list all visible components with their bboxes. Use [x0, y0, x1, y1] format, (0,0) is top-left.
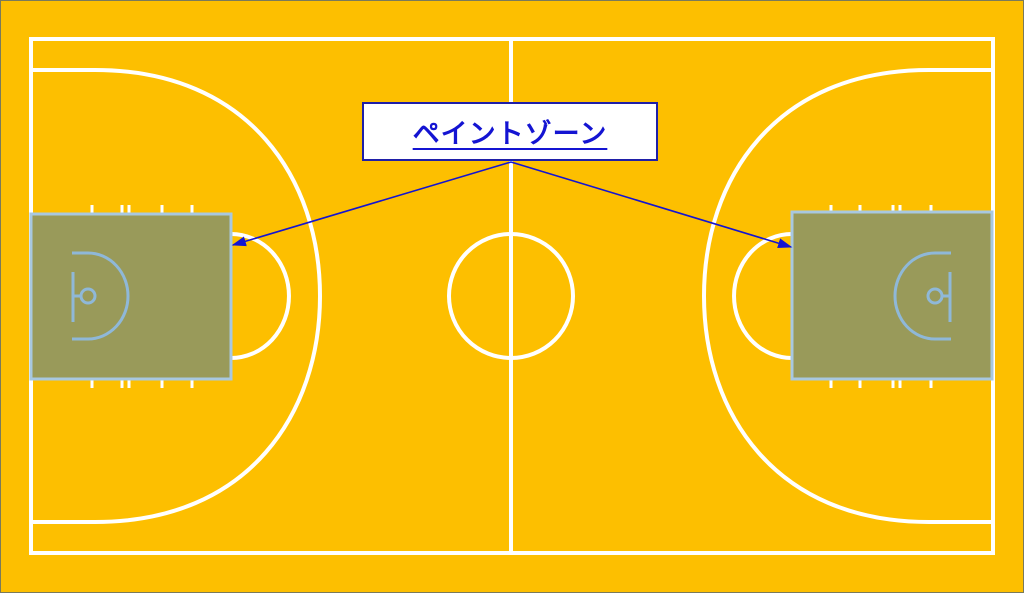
arrow-to-left-paint	[231, 161, 512, 247]
three-point-line-right	[701, 68, 993, 524]
basket-left	[71, 251, 130, 341]
free-throw-arc-left	[230, 232, 291, 360]
paint-zone-right	[790, 210, 994, 381]
hoop-right	[926, 287, 944, 305]
arrow-to-right-paint	[510, 161, 793, 249]
restricted-arc-right	[893, 251, 951, 341]
center-circle	[447, 232, 575, 360]
restricted-arc-left	[72, 251, 130, 341]
paint-zone-label-box: ペイントゾーン	[362, 102, 658, 161]
basket-right	[893, 251, 952, 341]
three-point-line-left	[31, 68, 323, 524]
paint-zone-label-link[interactable]: ペイントゾーン	[412, 119, 608, 150]
hoop-left	[79, 287, 97, 305]
paint-zone-left	[29, 212, 233, 381]
